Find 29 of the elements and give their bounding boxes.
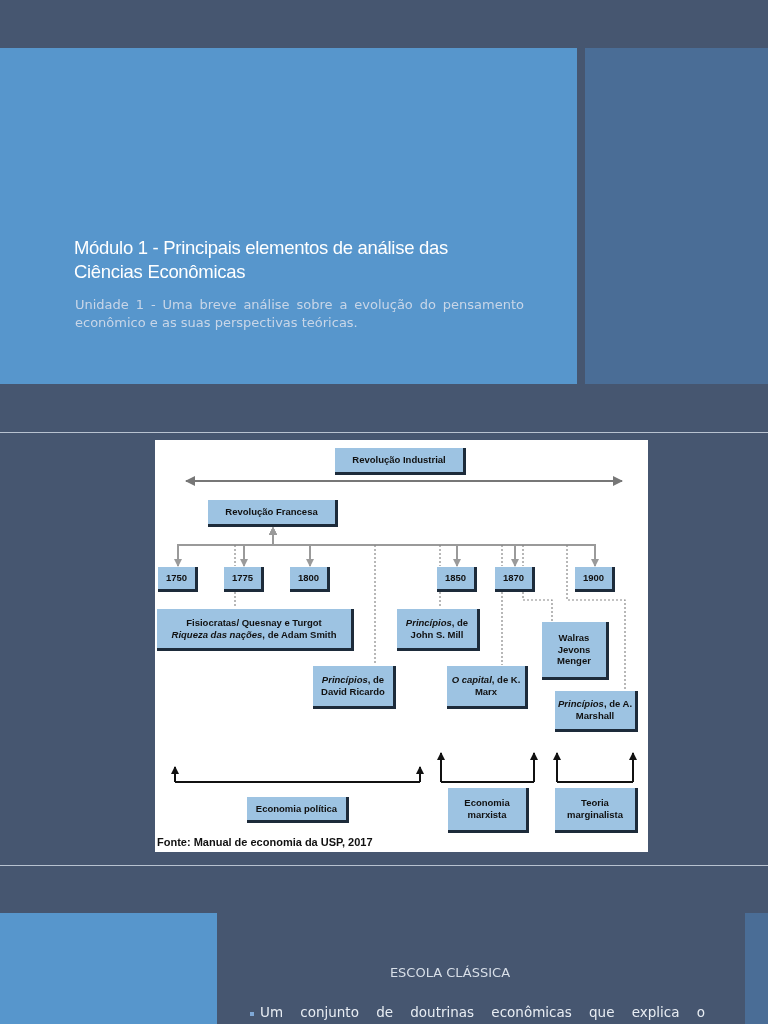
event-box: Revolução Industrial — [335, 448, 466, 475]
school-box: Teoria marginalista — [555, 788, 638, 833]
dotted-line — [522, 544, 553, 622]
author-box: Walras Jevons Menger — [542, 622, 609, 680]
year-box: 1775 — [224, 567, 264, 592]
work-box: Princípios, de John S. Mill — [397, 609, 480, 651]
dotted-line — [374, 544, 376, 666]
slide-subtitle: Unidade 1 - Uma breve análise sobre a evolução do pensamento econômico e as suas perspectivas teóricas. — [75, 296, 524, 333]
work-box: Princípios, de David Ricardo — [313, 666, 396, 709]
year-box: 1900 — [575, 567, 615, 592]
dotted-line — [566, 544, 626, 691]
source-note: Fonte: Manual de economia da USP, 2017 — [157, 836, 374, 848]
year-box: 1850 — [437, 567, 477, 592]
year-box: 1870 — [495, 567, 535, 592]
dotted-line — [439, 544, 441, 609]
bullet-text: Um conjunto de doutrinas econômicas que explica o — [260, 1004, 705, 1020]
work-box: Fisiocratas/ Quesnay e Turgot Riqueza das nações, de Adam Smith — [157, 609, 354, 651]
year-box: 1750 — [158, 567, 198, 592]
dotted-line — [234, 544, 236, 609]
school-box: Economia política — [247, 797, 349, 823]
connector — [269, 527, 599, 567]
slide-heading: ESCOLA CLÁSSICA — [388, 965, 512, 980]
slide-title: Módulo 1 - Principais elementos de análise das Ciências Econômicas — [74, 236, 449, 285]
work-box: O capital, de K. Marx — [447, 666, 528, 709]
year-box: 1800 — [290, 567, 330, 592]
dotted-line — [501, 544, 503, 666]
event-box: Revolução Francesa — [208, 500, 338, 527]
work-box: Princípios, de A. Marshall — [555, 691, 638, 732]
school-box: Economia marxista — [448, 788, 529, 833]
